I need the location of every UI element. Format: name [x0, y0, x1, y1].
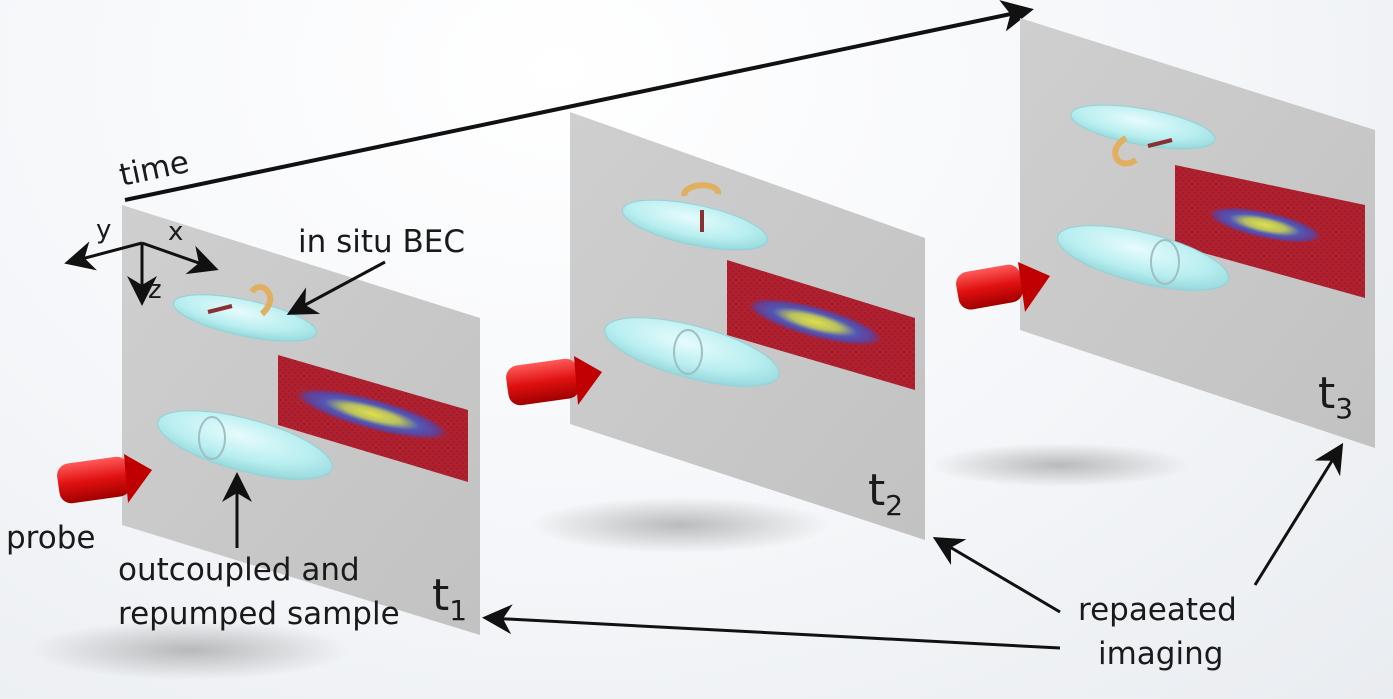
- repeated-imaging-arrow-t1: [482, 604, 1061, 650]
- x-axis-arrow: [141, 241, 219, 275]
- frame-1-time-label: t1: [432, 570, 467, 627]
- coordinate-axes: y x z: [64, 215, 219, 306]
- repeated-imaging-label-line2: imaging: [1098, 636, 1223, 672]
- frame-2-rotation-arrow: [681, 182, 721, 197]
- frame-3-time-label: t3: [1318, 368, 1353, 425]
- frame-1-rotation-arrow: [249, 284, 274, 317]
- frame-2-density-profile: [745, 297, 885, 347]
- repeated-imaging-arrow-t3: [1253, 442, 1344, 586]
- in-situ-pointer-arrow: [286, 260, 386, 315]
- repeated-imaging-label-line1: repaeated: [1078, 592, 1237, 628]
- frame-3-shadow: [930, 443, 1190, 487]
- frame-3-rotation-arrow: [1112, 135, 1138, 167]
- x-axis-label: x: [168, 217, 183, 247]
- frame-2-bec-cloud: [621, 199, 769, 251]
- frame-3-probe-arrow: [956, 262, 1050, 312]
- time-arrow: [124, 0, 1034, 202]
- frame-2-repump-slice: [673, 329, 703, 375]
- frame-1-probe-arrow: [57, 454, 152, 504]
- frame-1-density-profile: [292, 387, 452, 441]
- frame-3: t3: [956, 18, 1375, 448]
- frame-2-probe-arrow: [506, 356, 602, 406]
- y-axis-label: y: [96, 215, 111, 245]
- frame-1: t1: [57, 205, 480, 635]
- frame-1-vortex-rod: [207, 304, 233, 314]
- frame-2: t2: [506, 112, 925, 540]
- frame-3-repump-slice: [1150, 239, 1180, 285]
- frame-3-vortex-rod: [1147, 138, 1173, 148]
- outcoupled-label-line1: outcoupled and: [118, 552, 360, 588]
- frame-2-time-label: t2: [868, 465, 903, 522]
- frame-2-outcoupled-cloud: [604, 317, 780, 387]
- frame-3-bec-cloud: [1070, 104, 1216, 150]
- outcoupled-label-line2: repumped sample: [118, 596, 400, 632]
- frame-3-outcoupled-cloud: [1056, 225, 1230, 291]
- probe-label: probe: [6, 520, 95, 556]
- y-axis-arrow: [64, 241, 143, 271]
- frame-3-density-profile: [1206, 206, 1324, 244]
- frame-1-shadow: [30, 620, 350, 680]
- repeated-imaging-arrow-t2: [932, 536, 1061, 614]
- frame-1-bec-cloud: [172, 294, 318, 342]
- in-situ-bec-label: in situ BEC: [298, 224, 465, 260]
- z-axis-label: z: [148, 275, 162, 305]
- frame-1-repump-slice: [198, 416, 226, 460]
- frame-2-shadow: [530, 497, 830, 553]
